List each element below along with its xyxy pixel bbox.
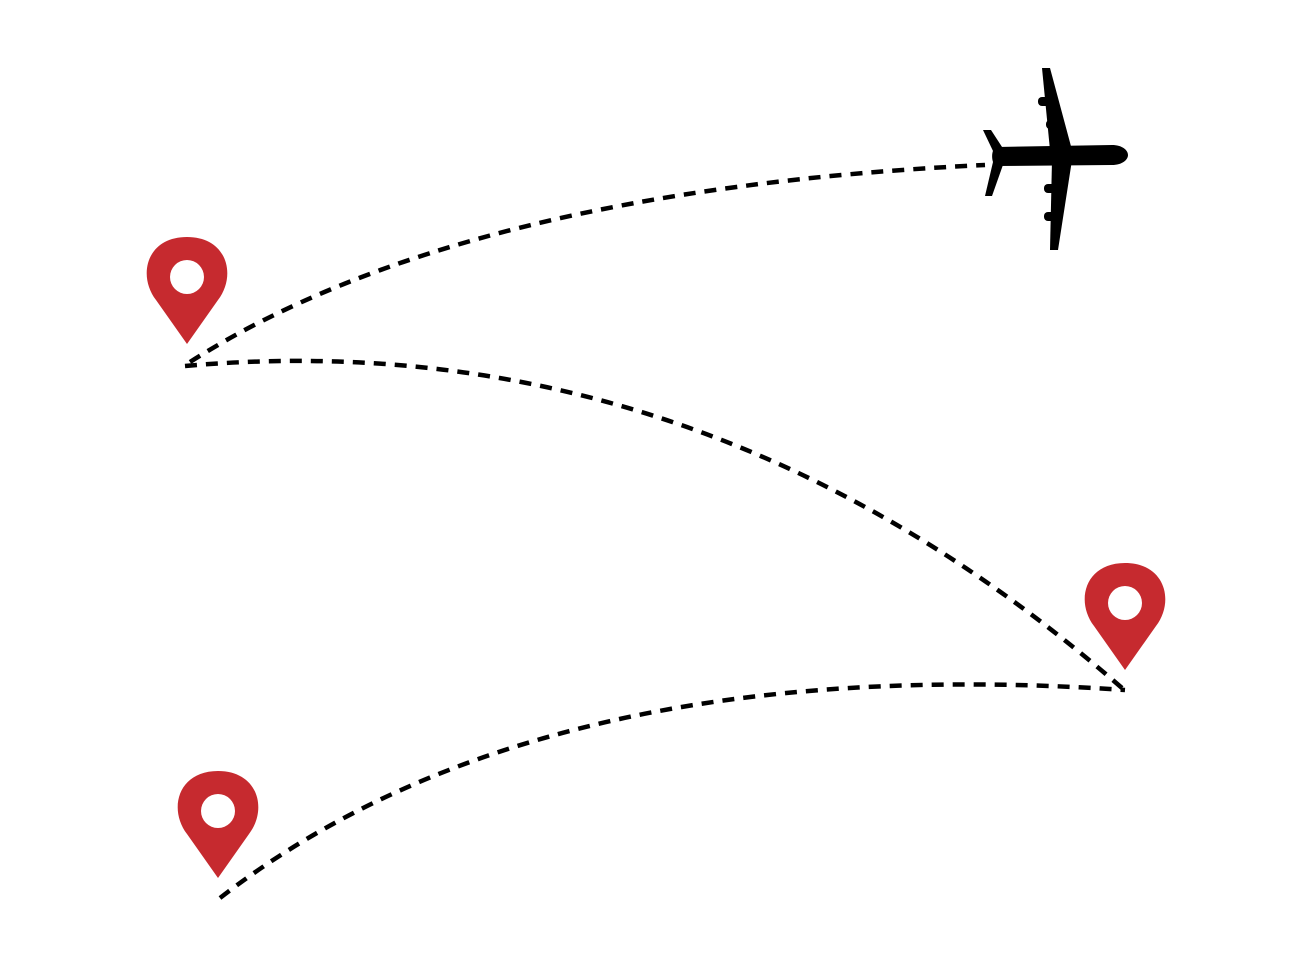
airplane-icon bbox=[983, 68, 1128, 250]
map-pin-icon bbox=[177, 771, 259, 878]
route-leg-middle-to-top bbox=[184, 358, 1124, 690]
map-pin-icon bbox=[1084, 563, 1166, 670]
route-leg-top-to-airplane bbox=[188, 162, 986, 364]
route-leg-start-to-middle bbox=[218, 682, 1126, 900]
map-pin-icon bbox=[146, 237, 228, 344]
route-paths bbox=[184, 162, 1126, 900]
